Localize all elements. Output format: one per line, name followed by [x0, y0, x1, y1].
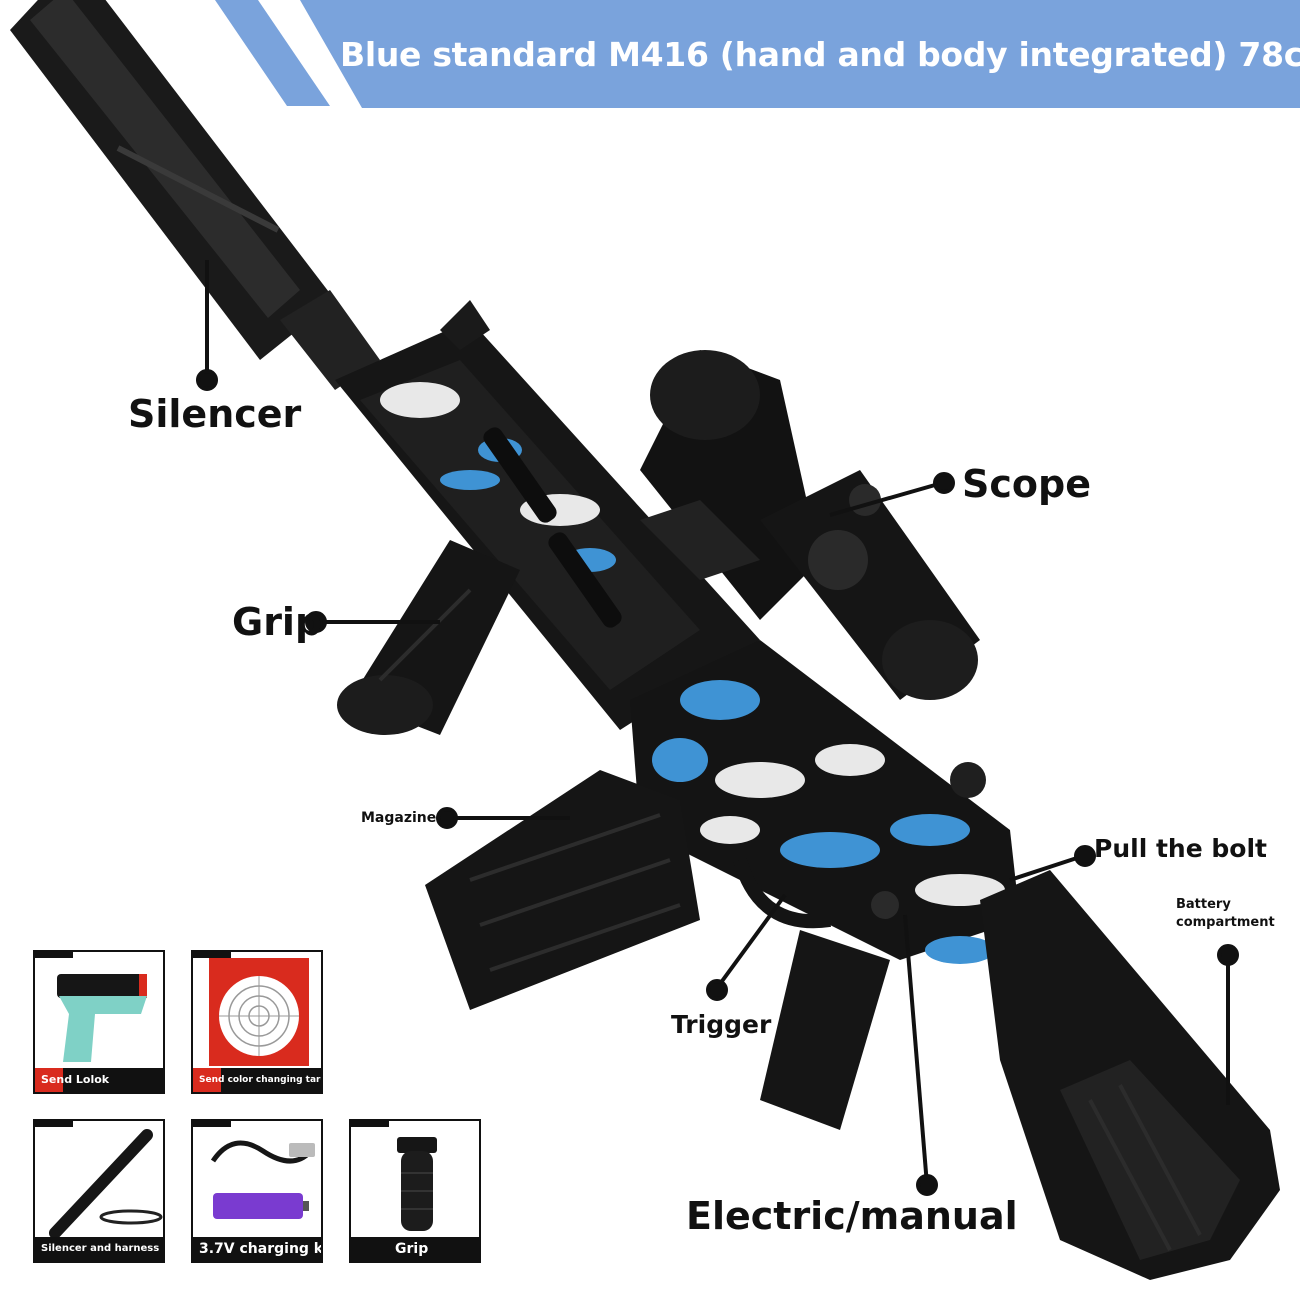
accessory-card-pistol: Send Lolok [33, 950, 165, 1094]
header-banner [215, 0, 1300, 108]
page-title: Blue standard M416 (hand and body integr… [340, 35, 1300, 74]
accessory-card-targets: Send color changing targets [191, 950, 323, 1094]
callout-trigger: Trigger [671, 1010, 772, 1039]
silencer-icon [49, 1129, 163, 1239]
battery-icon [210, 1140, 315, 1219]
toy-pistol-icon [57, 974, 147, 1062]
scope-part [640, 350, 980, 700]
handguard-part [335, 300, 760, 730]
accessory-card-silencer: Silencer and harness [33, 1119, 165, 1263]
accessory-card-grip: Grip [349, 1119, 481, 1263]
callout-scope: Scope [962, 462, 1091, 506]
callout-leader-lines [196, 260, 1239, 1196]
accessory-caption: 3.7V charging kit [193, 1237, 321, 1261]
callout-grip: Grip [232, 600, 323, 644]
callout-electric-manual: Electric/manual [686, 1194, 1018, 1238]
silencer-part [10, 0, 380, 390]
grip-part [337, 540, 520, 735]
pistol-grip-part [760, 930, 890, 1130]
accessory-caption: Send color changing targets [193, 1068, 321, 1092]
magazine-part [425, 770, 700, 1010]
callout-silencer: Silencer [128, 392, 302, 436]
callout-magazine: Magazine [361, 810, 437, 826]
receiver-part [630, 640, 1020, 964]
accessory-caption: Send Lolok [35, 1068, 163, 1092]
accessory-caption: Silencer and harness [35, 1237, 163, 1261]
grip-icon [397, 1137, 437, 1231]
callout-pull-bolt: Pull the bolt [1094, 834, 1267, 863]
stock-part [980, 870, 1280, 1280]
callout-battery-compartment: Battery compartment [1176, 897, 1275, 930]
accessory-card-charging-kit: 3.7V charging kit [191, 1119, 323, 1263]
target-icon [209, 958, 309, 1066]
accessory-caption: Grip [351, 1237, 479, 1261]
